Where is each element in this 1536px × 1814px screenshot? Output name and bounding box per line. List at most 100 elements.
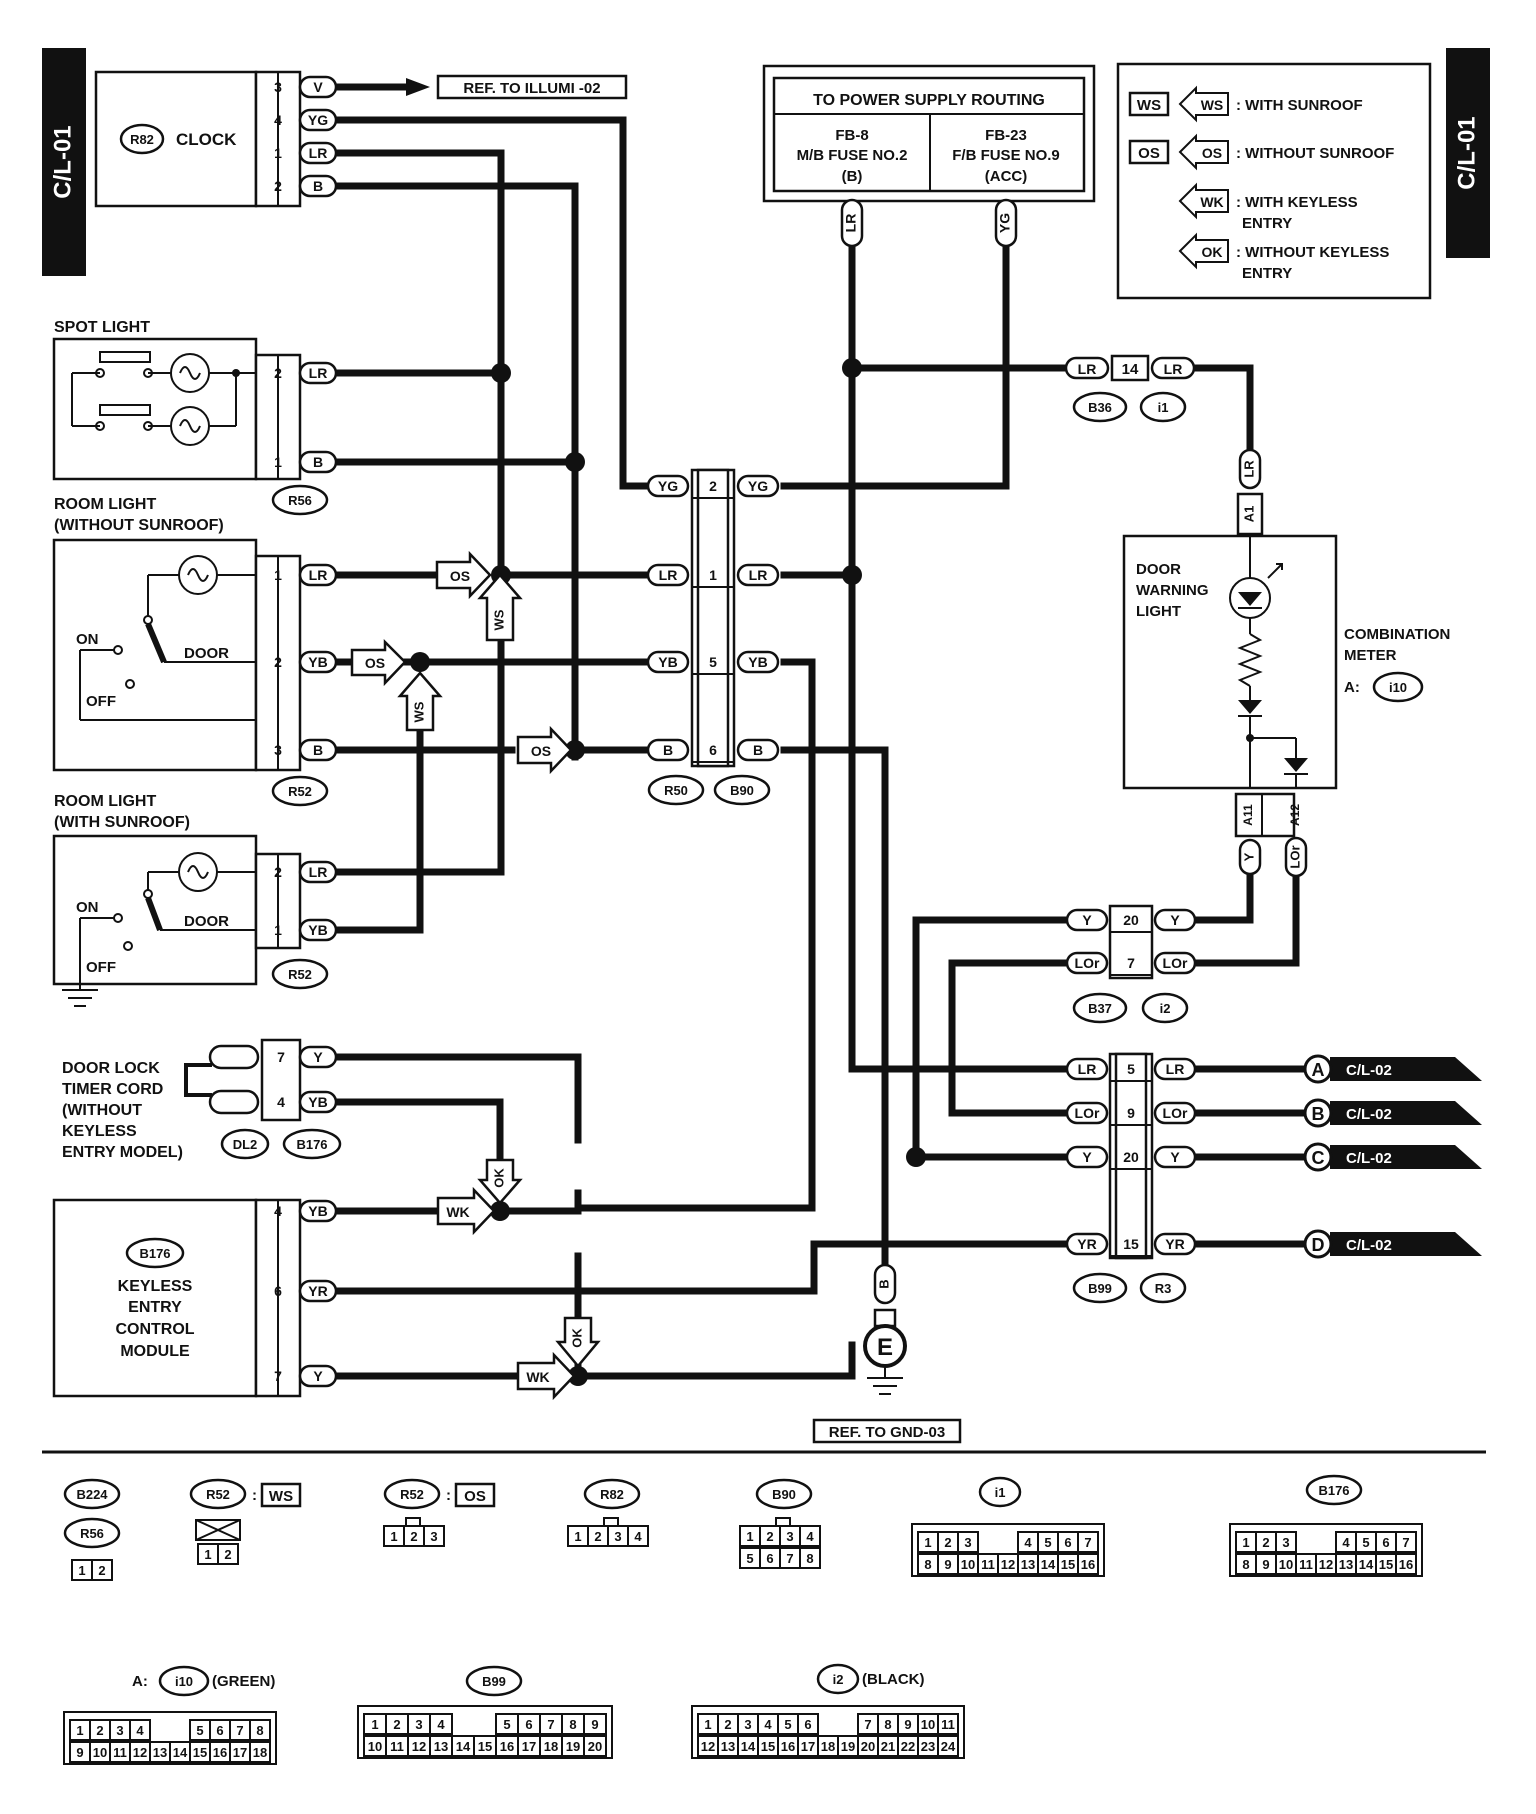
cv-b176-pin: 14 [1359,1557,1374,1572]
cv-b99-name: B99 [482,1674,506,1689]
cv-b176-cell [1395,1553,1417,1575]
ref-tag-shape [1330,1232,1482,1256]
legend-ws-code: WS [1137,97,1161,114]
cv-b99-pin: 12 [412,1739,426,1754]
clock-wire: LR [309,145,328,161]
cv-r52ws-name: R52 [206,1487,230,1502]
room-light-os-wire: B [313,742,323,758]
legend-os-code: OS [1138,145,1160,162]
junction-b99-conn-left: B99 [1088,1281,1112,1296]
meter-name-1: COMBINATION [1344,626,1450,643]
cv-i2-pin: 11 [941,1717,955,1732]
keyless-line4: MODULE [120,1343,190,1360]
legend-ws-arrow-code: WS [1201,97,1224,113]
clock-wire-shape [298,75,338,99]
cv-i2-pin: 12 [701,1739,715,1754]
power-right-wire: YG [997,213,1013,233]
spot-light-wire-shape [298,450,338,474]
cv-b99-pin: 16 [500,1739,514,1754]
room-light-ws-wire: YB [308,922,327,938]
junction-b99-pin: 9 [1127,1105,1135,1121]
junction-r50-conn-right: B90 [730,783,754,798]
junction-b99-left-wire: Y [1082,1149,1092,1165]
arrow-os-2: OS [365,655,385,671]
cv-b90-pin: 8 [806,1551,813,1566]
junction-b99-right-wire: YR [1165,1236,1184,1252]
cv-i1-pin: 9 [944,1557,951,1572]
cv-b99-cell [583,1713,607,1735]
cv-b99-pin: 11 [390,1739,404,1754]
ref-letter: C [1312,1148,1325,1168]
timer-cord-conn-2: B176 [296,1137,327,1152]
room-light-ws-door: DOOR [184,913,229,930]
cv-b99-pin: 15 [478,1739,492,1754]
junction-b36-right: LR [1164,361,1183,377]
cv-b99-pin: 13 [434,1739,448,1754]
room-light-os-component: ROOM LIGHT (WITHOUT SUNROOF) ON OFF DOOR… [52,496,338,807]
cv-i1-pin: 1 [924,1535,931,1550]
cv-i1-pin: 11 [981,1557,995,1572]
junction-b99-right-wire-shape [1153,1057,1197,1081]
clock-wire: B [313,178,323,194]
cv-b99-pin: 5 [503,1717,510,1732]
cv-b90-name: B90 [772,1487,796,1502]
room-light-os-wire-shape [298,738,338,762]
meter-bot-pin-2: A12 [1288,804,1302,826]
combination-meter: LR A1 DOOR WARNING LIGHT COMBINATION MET… [1122,448,1450,878]
ref-page: C/L-02 [1346,1150,1392,1167]
cv-i1-pin: 4 [1024,1535,1032,1550]
cv-b90-pin: 3 [786,1529,793,1544]
room-light-ws-title-2: (WITH SUNROOF) [54,814,190,831]
power-left-line1: FB-8 [835,127,868,144]
junction-b99-left-wire-shape [1065,1232,1109,1256]
cv-i1-pin: 10 [961,1557,975,1572]
splice-dots [410,358,926,1386]
junction-r50-right-wire-shape [736,474,780,498]
cv-r52ws-tag: WS [269,1488,293,1505]
junction-b36-conn-right: i1 [1158,400,1169,415]
room-light-os-wire: YB [308,654,327,670]
cv-i1-cell [957,1531,979,1553]
arrow-os-1: OS [450,568,470,584]
power-right-line3: (ACC) [985,168,1028,185]
cv-r52os-tag: OS [464,1488,486,1505]
junction-b37-conn-right: i2 [1160,1001,1171,1016]
junction-r50-left-wire: YG [658,478,678,494]
arrow-ws-1: WS [491,609,506,630]
meter-bot-wire-2: LOr [1287,845,1302,868]
clock-wire-shape [298,108,338,132]
room-light-os-pin: 2 [274,654,282,670]
cv-b99-cell [583,1735,607,1757]
cv-i2-housing [691,1705,965,1759]
keyless-pin: 6 [274,1283,282,1299]
cv-i1-pin: 13 [1021,1557,1035,1572]
clock-ref: REF. TO ILLUMI -02 [463,80,600,97]
meter-conn-prefix: A: [1344,679,1360,696]
cv-b90-pin: 2 [766,1529,773,1544]
cv-i10-pin: 5 [196,1723,203,1738]
cv-b176-pin: 4 [1342,1535,1350,1550]
keyless-conn: B176 [139,1246,170,1261]
clock-pin: 4 [274,112,282,128]
cv-b90-pin: 1 [746,1529,753,1544]
power-right-line1: FB-23 [985,127,1027,144]
spot-light-wire-shape [298,361,338,385]
junction-r50-pin: 2 [709,478,717,494]
cv-b90-pin: 7 [786,1551,793,1566]
cv-i1-name: i1 [995,1485,1006,1500]
timer-cord-line4: KEYLESS [62,1123,137,1140]
cv-i2-name: i2 [833,1672,844,1687]
legend-os-arrow-code: OS [1202,145,1222,161]
room-light-os-title-2: (WITHOUT SUNROOF) [54,517,224,534]
cv-i1-cell [1077,1531,1099,1553]
junction-b99-left-wire: LOr [1075,1105,1100,1121]
cv-b176-pin: 10 [1279,1557,1293,1572]
room-light-os-wire-shape [298,563,338,587]
ref-letter-circle [1303,1229,1333,1259]
junction-b36-conn-left: B36 [1088,400,1112,415]
cv-b90-key [775,1517,791,1527]
cv-i10-pin: 10 [93,1745,107,1760]
ground-ref: REF. TO GND-03 [829,1424,945,1441]
cv-b176-cell [1395,1531,1417,1553]
